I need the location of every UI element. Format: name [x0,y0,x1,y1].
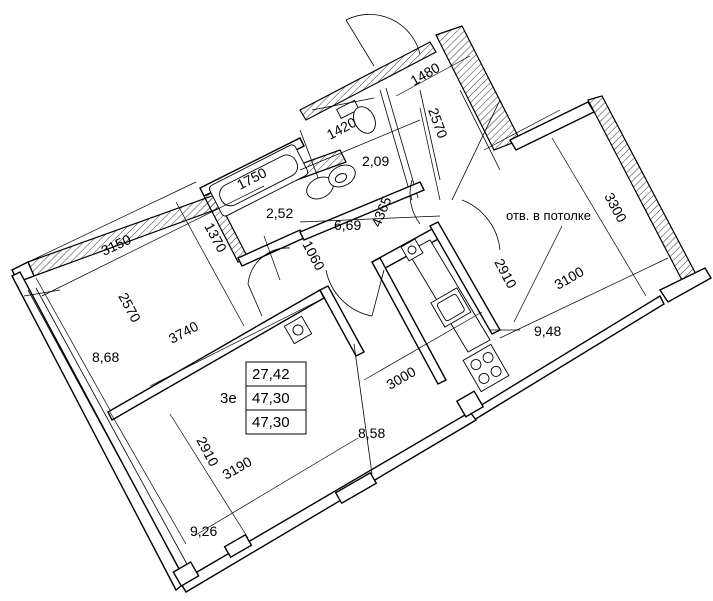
apartment-type: 3е [220,390,237,407]
living-area-value: 27,42 [252,366,290,383]
balcony-door-arc [345,13,421,67]
area-hall-wc: 2,09 [362,153,389,169]
kitchen-sink-icon [430,287,472,328]
area-room-3: 9,26 [190,523,217,539]
bathtub [209,144,309,217]
area-room-1: 8,68 [92,349,119,365]
dimension-lines [23,55,669,545]
room-door-arc [325,269,373,317]
dim-2570-room: 2570 [115,290,144,325]
total-area-value-2: 47,30 [252,414,290,431]
toilet-icon [336,99,376,134]
dim-3300: 3300 [601,190,630,225]
area-room-2: 8,58 [358,425,385,441]
area-kitchen: 9,48 [534,323,561,339]
dim-3000: 3000 [384,363,419,393]
interior-walls [107,87,520,475]
dim-3740: 3740 [166,318,201,347]
dim-4365: 4365 [368,194,395,229]
bathroom-door-arc [247,247,291,285]
area-summary-table: 27,42 3е 47,30 47,30 [220,361,307,435]
dim-3190: 3190 [220,453,255,483]
dim-2570-bath: 2570 [425,106,451,141]
dim-2910-room: 2910 [193,434,222,469]
dim-2910-kitchen: 2910 [491,256,520,291]
boiler-icon [400,238,424,262]
hall-door-arc [409,179,421,225]
kitchen-door-arc [461,199,501,251]
fixtures [209,89,510,393]
vent-icon [283,315,313,345]
doors [247,13,501,317]
stove-icon [462,343,510,393]
shaft-crosses [419,89,501,201]
area-hallway: 6,69 [334,217,361,233]
ceiling-opening-note: отв. в потолке [506,208,591,223]
dim-3100: 3100 [552,263,587,293]
total-area-value: 47,30 [252,390,290,407]
dim-1060: 1060 [299,238,328,273]
area-bathroom: 2,52 [266,205,293,221]
area-labels: 2,09 2,52 6,69 9,48 8,68 8,58 9,26 отв. … [92,153,591,539]
